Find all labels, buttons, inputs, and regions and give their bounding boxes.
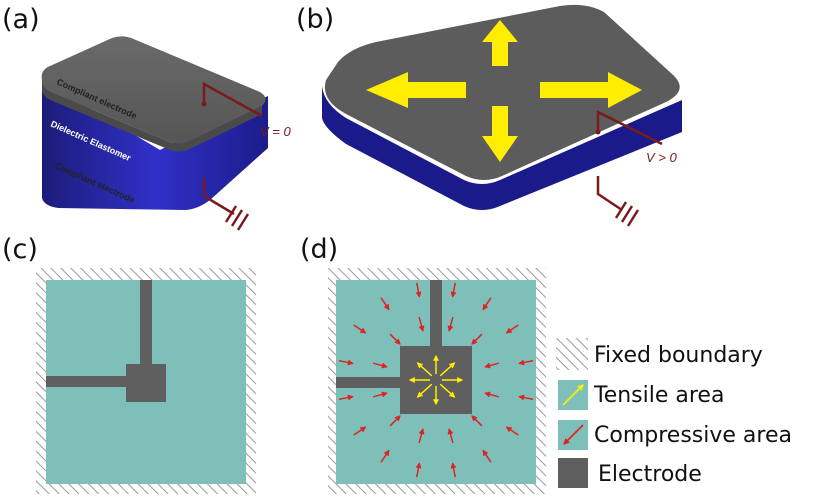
compressive-arrow <box>505 426 519 436</box>
panel-b: (b) V > 0 <box>296 4 682 227</box>
top-electrode-a <box>41 36 266 144</box>
compressive-arrow <box>447 317 454 332</box>
panel-d-label: (d) <box>300 234 338 265</box>
compressive-arrow <box>389 333 401 345</box>
compressive-arrow <box>389 415 401 427</box>
compressive-arrow <box>518 394 534 401</box>
arrow-left-icon <box>366 72 466 108</box>
electrode-lead-vertical-c <box>140 280 152 366</box>
compressive-arrow <box>471 415 483 427</box>
legend-fixed-label: Fixed boundary <box>594 343 763 368</box>
wire-top-b <box>596 109 663 146</box>
arrow-up-icon <box>482 20 518 66</box>
panel-a-label: (a) <box>2 4 40 35</box>
panel-a: (a) Compliant electrode Dielectric Elast… <box>2 4 291 231</box>
legend: Fixed boundary Tensile area Compressive … <box>556 338 792 488</box>
legend-compressive: Compressive area <box>558 420 792 450</box>
tensile-arrow <box>416 362 433 377</box>
top-electrode-b <box>324 4 680 180</box>
wire-bottom-a <box>202 178 235 216</box>
compressive-arrow <box>418 428 425 443</box>
compressive-arrow <box>447 428 454 443</box>
compressive-arrow <box>415 282 422 298</box>
expansion-arrows-b <box>366 20 642 162</box>
compressive-arrow <box>518 359 534 366</box>
compressive-arrows-d <box>338 282 534 478</box>
legend-tensile-label: Tensile area <box>593 383 724 408</box>
compressive-arrow <box>353 324 367 334</box>
electrode-c <box>126 364 166 402</box>
voltage-label-b: V > 0 <box>646 150 677 165</box>
legend-tensile: Tensile area <box>558 380 724 410</box>
voltage-label-a: V = 0 <box>260 124 291 139</box>
legend-compressive-label: Compressive area <box>594 423 792 448</box>
wire-bottom-b <box>596 176 623 212</box>
panel-c-label: (c) <box>2 234 38 265</box>
legend-electrode-label: Electrode <box>598 462 702 487</box>
compressive-arrow <box>482 449 492 463</box>
panel-c: (c) <box>2 234 256 494</box>
compressive-arrow <box>353 426 367 436</box>
tensile-arrow <box>439 383 456 398</box>
arrow-down-icon <box>482 106 518 162</box>
tensile-arrow <box>416 383 433 398</box>
dielectric-layer-a <box>42 80 268 210</box>
compressive-arrow <box>471 333 483 345</box>
compressive-arrow <box>484 362 499 369</box>
ground-symbol-b <box>614 201 640 227</box>
compressive-arrow <box>415 462 422 478</box>
compressive-arrow <box>338 394 354 401</box>
compressive-arrow <box>505 324 519 334</box>
panel-d: (d) <box>300 234 546 494</box>
compressive-arrow <box>373 391 388 398</box>
compressive-arrow <box>450 282 457 298</box>
arrow-right-icon <box>540 72 642 108</box>
tensile-arrows-d <box>408 354 464 406</box>
legend-fixed: Fixed boundary <box>556 338 763 370</box>
legend-electrode: Electrode <box>558 458 702 488</box>
legend-fixed-swatch <box>556 338 588 370</box>
dielectric-layer-b <box>322 86 682 210</box>
compressive-arrow <box>484 391 499 398</box>
wire-top-a <box>202 81 263 118</box>
compressive-arrow <box>338 359 354 366</box>
compressive-arrow <box>373 362 388 369</box>
compressive-arrow <box>418 317 425 332</box>
compressive-arrow <box>482 297 492 311</box>
compressive-arrow <box>380 297 390 311</box>
electrode-lead-horizontal-d <box>336 377 402 388</box>
electrode-lead-horizontal-c <box>46 376 128 387</box>
ground-symbol-a <box>224 205 250 231</box>
tensile-arrow <box>439 362 456 377</box>
compressive-arrow <box>380 449 390 463</box>
panel-b-label: (b) <box>296 4 334 35</box>
electrode-lead-vertical-d <box>430 280 442 348</box>
compressive-arrow <box>450 462 457 478</box>
legend-electrode-swatch <box>558 458 588 488</box>
